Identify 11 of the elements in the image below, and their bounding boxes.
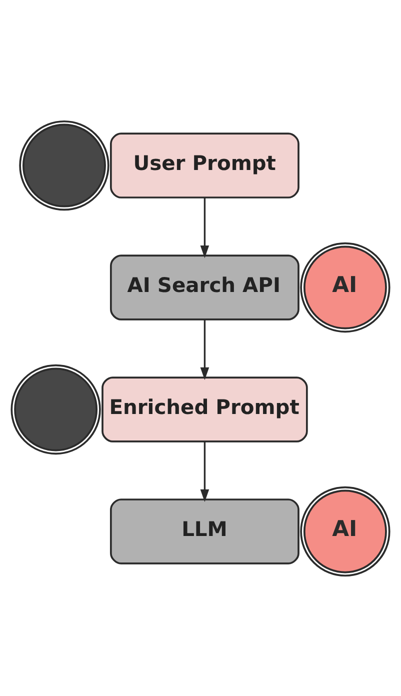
arrow — [200, 441, 210, 502]
node-circle — [10, 364, 101, 454]
node-box: User Prompt — [110, 132, 300, 198]
node-circle — [19, 120, 110, 210]
node-circle: AI — [300, 486, 390, 576]
arrow — [200, 197, 210, 258]
node-box: LLM — [110, 498, 300, 564]
node-circle: AI — [300, 242, 390, 332]
node-box: AI Search API — [110, 254, 300, 320]
node-box: Enriched Prompt — [102, 376, 308, 442]
arrow — [200, 319, 210, 380]
